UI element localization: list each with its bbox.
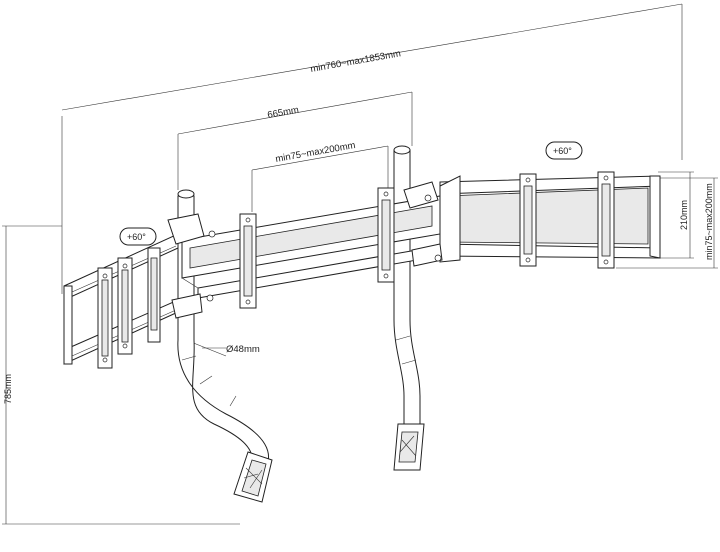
right-wing xyxy=(439,175,661,263)
vesa-vertical-label: min75~max200mm xyxy=(704,183,714,260)
left-tilt-badge: +60° xyxy=(119,227,157,246)
bracket-right-1 xyxy=(519,173,537,267)
center-span-label: 665mm xyxy=(267,105,300,121)
bracket-left-1 xyxy=(97,267,113,369)
svg-text:+60°: +60° xyxy=(553,146,572,156)
pole-diameter-label: Ø48mm xyxy=(226,344,260,355)
bracket-center-2 xyxy=(377,187,395,283)
pivot-joints xyxy=(167,181,443,319)
overall-width-label: min760~max1853mm xyxy=(310,48,402,75)
bracket-right-2 xyxy=(597,171,615,269)
svg-text:+60°: +60° xyxy=(127,232,146,242)
bracket-left-3 xyxy=(147,247,161,343)
frame-height-label: 210mm xyxy=(679,200,689,230)
dimension-lines xyxy=(2,3,718,525)
bracket-center-1 xyxy=(239,213,257,309)
bracket-left-2 xyxy=(117,257,133,355)
right-tilt-badge: +60° xyxy=(545,141,583,160)
overall-height-label: 785mm xyxy=(3,374,13,404)
vesa-brackets xyxy=(97,171,615,369)
vesa-horizontal-label: min75~max200mm xyxy=(275,140,357,165)
